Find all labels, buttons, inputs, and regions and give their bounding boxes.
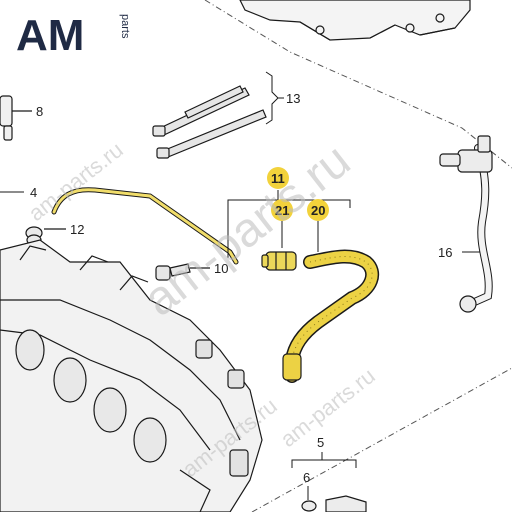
callout-11-bracket: [227, 190, 351, 258]
callout-8: 8: [36, 104, 43, 119]
part-13-bolts: [152, 85, 267, 159]
callout-5: 5: [317, 435, 324, 450]
part-16-pipe: [439, 135, 493, 313]
callout-6: 6: [303, 470, 310, 485]
logo-main-text: AM: [16, 11, 84, 60]
callout-20-badge: 20: [307, 199, 329, 221]
callout-4: 4: [30, 185, 37, 200]
watermark-1: am-parts.ru: [24, 137, 128, 226]
logo-sub-text: parts: [119, 14, 131, 39]
intake-manifold: [0, 239, 263, 512]
callout-13-bracket: [265, 71, 284, 125]
callout-21-badge: 21: [271, 199, 293, 221]
part-8-fitting: [0, 95, 32, 141]
callout-11: 11: [271, 171, 285, 186]
part-21-connector: [261, 251, 297, 271]
callout-20: 20: [311, 203, 325, 218]
am-parts-logo: AM parts: [16, 11, 131, 60]
callout-10: 10: [214, 261, 228, 276]
breather-pipe-4: [51, 187, 239, 265]
callout-12: 12: [70, 222, 84, 237]
callout-13: 13: [286, 91, 300, 106]
callout-21: 21: [275, 203, 289, 218]
callout-5-bracket: [291, 452, 357, 468]
callout-11-badge: 11: [267, 167, 289, 189]
watermark-2: am-parts.ru: [134, 134, 360, 327]
part-5-6-sensor: [301, 495, 367, 512]
callout-16: 16: [438, 245, 452, 260]
part-10-bolt: [155, 263, 210, 281]
part-20-hose: [282, 249, 380, 383]
intake-housing-top: [239, 0, 471, 41]
